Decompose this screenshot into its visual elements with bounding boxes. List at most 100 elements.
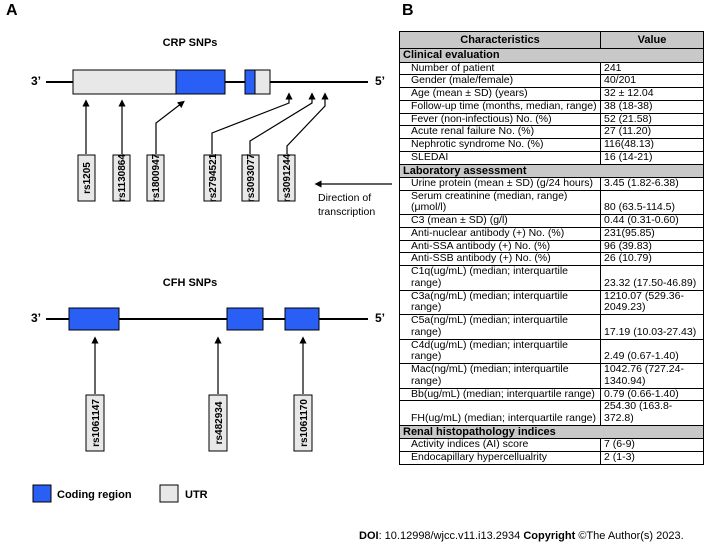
value-cell: 16 (14-21) — [600, 150, 704, 165]
characteristic-cell: C1q(ug/mL) (median; interquartile range) — [399, 265, 601, 291]
characteristics-table-container: Characteristics Value Clinical evaluatio… — [399, 30, 704, 465]
value-cell: 80 (63.5-114.5) — [600, 189, 704, 216]
table-row: Urine protein (mean ± SD) (g/24 hours)3.… — [399, 176, 704, 191]
value-cell: 96 (39.83) — [600, 239, 704, 254]
cfh-snp-box-rs482934: rs482934 — [208, 394, 228, 452]
crp-coding-exon-2 — [244, 69, 256, 95]
characteristic-cell: Anti-nuclear antibody (+) No. (%) — [399, 226, 601, 241]
crp-end-left: 3’ — [31, 74, 41, 88]
characteristic-cell: C3 (mean ± SD) (g/l) — [399, 214, 601, 228]
crp-snp-box-rs2794521: rs2794521 — [203, 153, 222, 202]
characteristic-cell: Age (mean ± SD) (years) — [399, 87, 601, 101]
value-cell: 241 — [600, 61, 704, 76]
value-cell: 52 (21.58) — [600, 112, 704, 127]
crp-snp-box-rs1130864: rs1130864 — [112, 154, 131, 202]
crp-snp-box-rs1800947: rs1800947 — [146, 153, 165, 202]
table-row: Anti-SSA antibody (+) No. (%)96 (39.83) — [399, 239, 704, 254]
value-cell: 7 (6-9) — [600, 438, 704, 452]
table-section-row: Renal histopathology indices — [399, 424, 704, 440]
table-row: Serum creatinine (median, range) (μmol/l… — [399, 189, 704, 216]
table-row: Follow-up time (months, median, range)38… — [399, 99, 704, 114]
cfh-coding-exon-2 — [226, 307, 264, 331]
characteristic-cell: Fever (non-infectious) No. (%) — [399, 112, 601, 127]
legend-coding-swatch — [32, 484, 52, 503]
crp-utr-5 — [254, 69, 271, 95]
copyright-label: Copyright — [523, 530, 576, 542]
direction-label-line-1: Direction of — [318, 192, 371, 204]
table-row: C1q(ug/mL) (median; interquartile range)… — [399, 265, 704, 291]
characteristic-cell: Activity indices (AI) score — [399, 438, 601, 452]
value-cell: 231(95.85) — [600, 226, 704, 241]
table-row: Mac(ng/mL) (median; interquartile range)… — [399, 363, 704, 389]
value-cell: 0.44 (0.31-0.60) — [600, 214, 704, 228]
cfh-coding-exon-3 — [284, 307, 320, 331]
copyright-text: ©The Author(s) 2023. — [575, 530, 684, 542]
value-cell: 38 (18-38) — [600, 99, 704, 114]
crp-title: CRP SNPs — [163, 37, 218, 49]
value-cell: 32 ± 12.04 — [600, 87, 704, 101]
value-cell: 1042.76 (727.24-1340.94) — [600, 363, 704, 389]
characteristic-cell: Nephrotic syndrome No. (%) — [399, 138, 601, 152]
cfh-coding-exon-1 — [68, 307, 120, 331]
table-row: FH(ug/mL) (median; interquartile range)2… — [399, 400, 704, 426]
characteristic-cell: Anti-SSA antibody (+) No. (%) — [399, 239, 601, 254]
section-label: Renal histopathology indices — [399, 424, 704, 440]
value-cell: 1210.07 (529.36-2049.23) — [600, 289, 704, 316]
crp-arrow-rs3093077 — [249, 92, 316, 154]
table-row: Fever (non-infectious) No. (%)52 (21.58) — [399, 112, 704, 127]
crp-snp-box-rs3093077: rs3093077 — [241, 153, 260, 202]
value-cell: 27 (11.20) — [600, 125, 704, 140]
characteristic-cell: Acute renal failure No. (%) — [399, 125, 601, 140]
table-row: Nephrotic syndrome No. (%)116(48.13) — [399, 138, 704, 152]
doi-text: : 10.12998/wjcc.v11.i13.2934 — [378, 530, 521, 542]
crp-snp-label: rs1800947 — [151, 153, 162, 202]
value-cell: 2.49 (0.67-1.40) — [600, 338, 704, 365]
panel-b-letter: B — [402, 2, 414, 19]
characteristic-cell: SLEDAI — [399, 150, 601, 165]
table-row: Gender (male/female)40/201 — [399, 74, 704, 89]
table-row: C3 (mean ± SD) (g/l)0.44 (0.31-0.60) — [399, 214, 704, 228]
value-cell: 40/201 — [600, 74, 704, 89]
characteristic-cell: FH(ug/mL) (median; interquartile range) — [399, 400, 601, 426]
value-cell: 2 (1-3) — [600, 451, 704, 465]
gene-diagram: CRP SNPs 3’ 5’ rs1205 rs1130864 rs180094… — [31, 37, 392, 503]
characteristic-cell: C4d(ug/mL) (median; interquartile range) — [399, 338, 601, 365]
header-value: Value — [600, 30, 704, 50]
value-cell: 254.30 (163.8-372.8) — [600, 400, 704, 426]
table-row: Anti-nuclear antibody (+) No. (%)231(95.… — [399, 226, 704, 241]
crp-snp-box-rs1205: rs1205 — [77, 154, 96, 202]
legend-coding-label: Coding region — [57, 489, 132, 501]
crp-arrow-rs3091244 — [286, 92, 329, 154]
crp-arrow-rs1800947 — [155, 100, 185, 154]
characteristic-cell: Anti-SSB antibody (+) No. (%) — [399, 252, 601, 267]
cfh-snp-label: rs1061170 — [299, 399, 310, 447]
characteristic-cell: Endocapillary hypercellualrity — [399, 451, 601, 465]
table-section-row: Clinical evaluation — [399, 48, 704, 63]
crp-end-right: 5’ — [375, 74, 385, 88]
table-row: Age (mean ± SD) (years)32 ± 12.04 — [399, 87, 704, 101]
crp-snp-label: rs1130864 — [117, 154, 128, 202]
cfh-snp-box-rs1061170: rs1061170 — [293, 394, 313, 452]
cfh-snp-box-rs1061147: rs1061147 — [85, 394, 105, 452]
cfh-snp-label: rs482934 — [214, 401, 225, 444]
legend-utr-swatch — [159, 484, 179, 503]
crp-coding-exon-1 — [175, 69, 226, 95]
characteristics-table: Characteristics Value Clinical evaluatio… — [399, 30, 704, 465]
table-row: C4d(ug/mL) (median; interquartile range)… — [399, 338, 704, 365]
table-row: C5a(ng/mL) (median; interquartile range)… — [399, 314, 704, 340]
doi-copyright-line: DOI: 10.12998/wjcc.v11.i13.2934 Copyrigh… — [359, 530, 684, 542]
table-row: Acute renal failure No. (%)27 (11.20) — [399, 125, 704, 140]
crp-snp-box-rs3091244: rs3091244 — [277, 153, 296, 202]
panel-a-letter: A — [6, 2, 18, 19]
legend-utr-label: UTR — [185, 489, 208, 501]
crp-utr-3 — [72, 69, 177, 95]
crp-snp-label: rs3091244 — [282, 153, 293, 202]
characteristic-cell: Serum creatinine (median, range) (μmol/l… — [399, 189, 601, 216]
table-section-row: Laboratory assessment — [399, 163, 704, 178]
crp-snp-label: rs2794521 — [208, 153, 219, 202]
section-label: Clinical evaluation — [399, 48, 704, 63]
